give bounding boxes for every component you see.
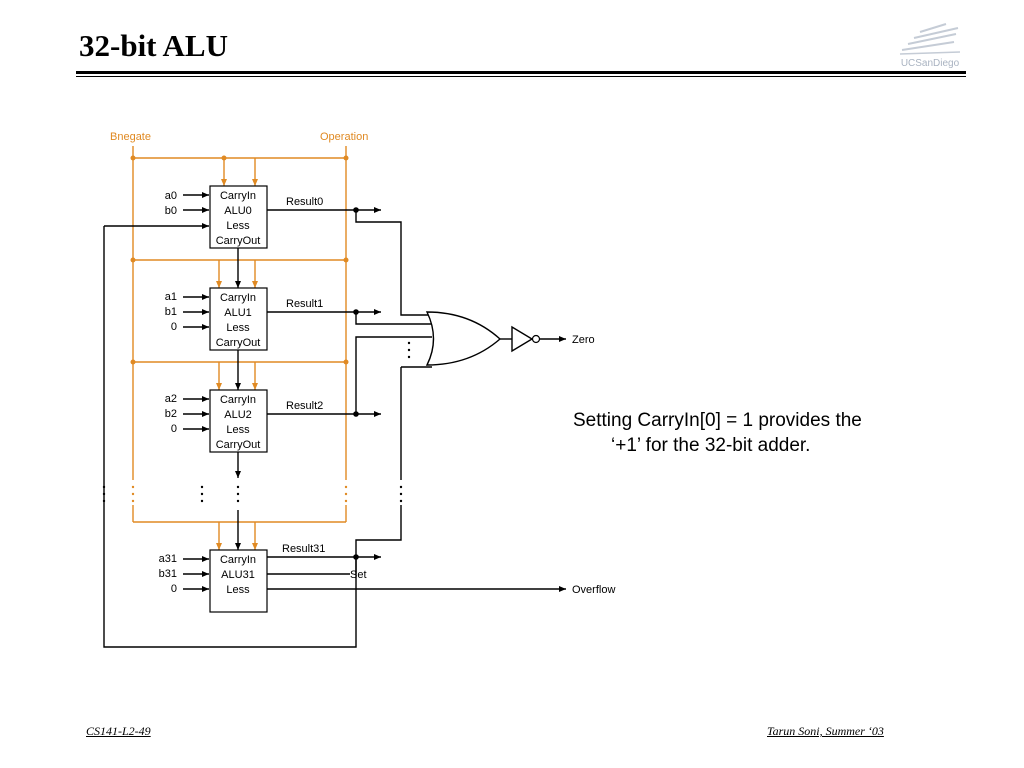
footer-author: Tarun Soni, Summer ‘03 xyxy=(767,724,884,738)
carryin-note: Setting CarryIn[0] = 1 provides the ‘+1’… xyxy=(573,408,933,458)
slide-title: 32-bit ALU xyxy=(79,28,228,63)
alu2-result-label: Result2 xyxy=(286,400,323,412)
alu1-port-name: ALU1 xyxy=(224,307,252,319)
bnegate-label: Bnegate xyxy=(110,131,151,143)
alu1-input-b: b1 xyxy=(165,306,177,318)
control-wires xyxy=(130,146,349,550)
alu1-port-less: Less xyxy=(226,322,250,334)
alu0-input-a: a0 xyxy=(165,190,177,202)
alu0-port-carryout: CarryOut xyxy=(216,235,261,247)
alu1-port-carryout: CarryOut xyxy=(216,337,261,349)
ucsd-logo-mark xyxy=(899,23,961,55)
alu2-input-less: 0 xyxy=(171,423,177,435)
or-gate xyxy=(425,311,502,366)
alu2-port-name: ALU2 xyxy=(224,409,252,421)
alu31-port-carryin: CarryIn xyxy=(220,554,256,566)
overflow-label: Overflow xyxy=(572,584,615,596)
inverter-gate xyxy=(511,325,541,353)
alu2-port-carryout: CarryOut xyxy=(216,439,261,451)
alu-block-2: CarryIn ALU2 Less CarryOut a2 b2 0 Resul… xyxy=(165,389,381,478)
ucsd-logo: UCSanDiego xyxy=(894,20,966,70)
alu1-input-a: a1 xyxy=(165,291,177,303)
alu2-input-b: b2 xyxy=(165,408,177,420)
zero-label: Zero xyxy=(572,334,595,346)
alu0-port-name: ALU0 xyxy=(224,205,252,217)
alu0-input-b: b0 xyxy=(165,205,177,217)
operation-label: Operation xyxy=(320,131,368,143)
alu-block-1: CarryIn ALU1 Less CarryOut a1 b1 0 Resul… xyxy=(165,287,381,390)
set-label: Set xyxy=(350,569,367,581)
note-line-1: Setting CarryIn[0] = 1 provides the xyxy=(573,410,862,431)
alu31-input-less: 0 xyxy=(171,583,177,595)
alu31-port-less: Less xyxy=(226,584,250,596)
alu31-input-b: b31 xyxy=(159,568,177,580)
alu1-input-less: 0 xyxy=(171,321,177,333)
title-rule-thick xyxy=(76,71,966,74)
alu0-port-carryin: CarryIn xyxy=(220,190,256,202)
alu-block-31: CarryIn ALU31 Less a31 b31 0 Result31 Se… xyxy=(159,510,615,613)
alu2-port-less: Less xyxy=(226,424,250,436)
alu2-port-carryin: CarryIn xyxy=(220,394,256,406)
set-feedback-wire xyxy=(103,226,357,648)
alu31-input-a: a31 xyxy=(159,553,177,565)
alu1-result-label: Result1 xyxy=(286,298,323,310)
alu-block-0: CarryIn ALU0 Less CarryOut a0 b0 Result0 xyxy=(165,185,381,288)
alu0-result-label: Result0 xyxy=(286,196,323,208)
alu2-input-a: a2 xyxy=(165,393,177,405)
logo-text: UCSanDiego xyxy=(900,58,960,69)
alu0-port-less: Less xyxy=(226,220,250,232)
footer-course-code: CS141-L2-49 xyxy=(86,724,151,738)
alu31-port-name: ALU31 xyxy=(221,569,255,581)
alu31-result-label: Result31 xyxy=(282,543,325,555)
note-line-2: ‘+1’ for the 32-bit adder. xyxy=(611,435,811,456)
title-rule-thin xyxy=(76,76,966,77)
zero-detect-wires xyxy=(353,207,432,560)
alu1-port-carryin: CarryIn xyxy=(220,292,256,304)
